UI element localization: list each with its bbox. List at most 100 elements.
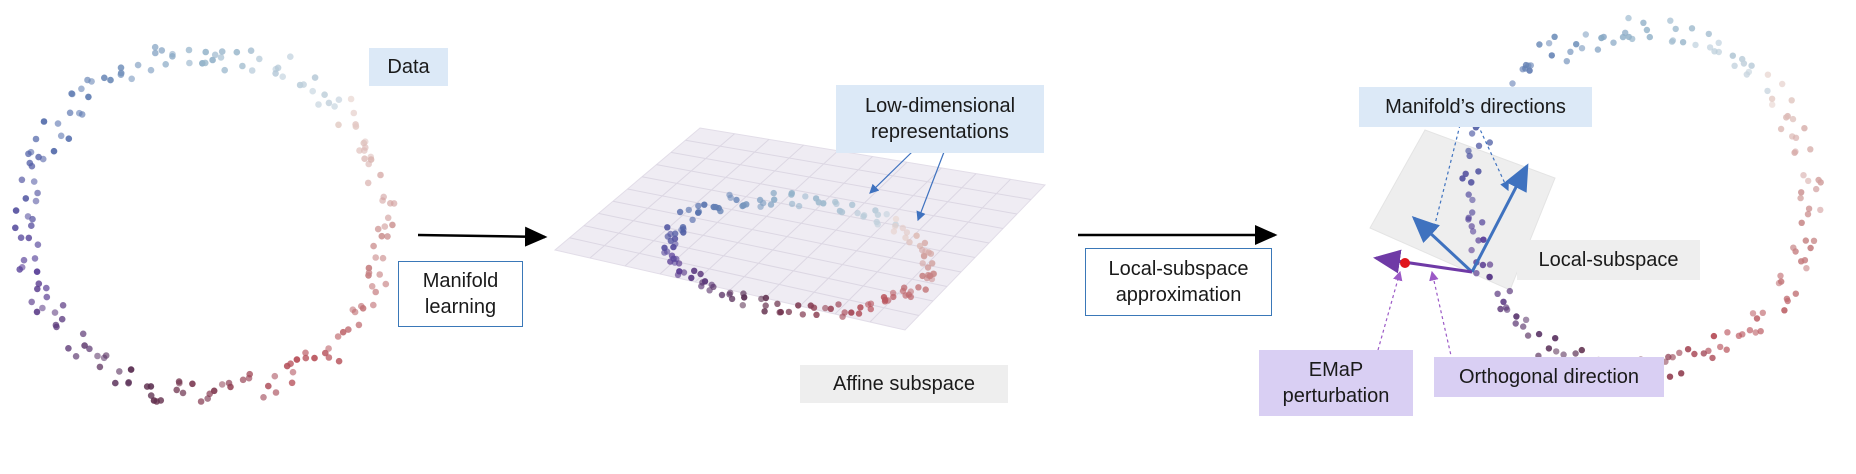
data-point xyxy=(22,195,30,202)
data-point xyxy=(1466,152,1473,160)
data-point xyxy=(33,268,41,276)
data-point xyxy=(197,398,205,405)
data-point xyxy=(1779,80,1786,88)
data-point xyxy=(189,380,196,388)
data-point xyxy=(361,138,369,145)
data-point xyxy=(867,305,874,313)
data-point xyxy=(147,383,155,390)
data-point xyxy=(1807,146,1814,153)
data-point xyxy=(325,99,333,107)
data-point xyxy=(361,155,368,162)
data-point xyxy=(1506,287,1514,295)
data-point xyxy=(670,255,677,262)
data-point xyxy=(370,242,377,250)
data-point xyxy=(117,71,125,78)
data-point xyxy=(1640,19,1647,26)
data-point xyxy=(202,48,209,56)
data-point xyxy=(706,287,713,294)
label-orthogonal-direction: Orthogonal direction xyxy=(1434,357,1664,397)
data-point xyxy=(376,271,384,278)
data-point xyxy=(927,250,935,257)
data-point xyxy=(832,198,839,206)
data-point xyxy=(331,103,338,110)
grid-line xyxy=(656,164,1004,229)
grid-line xyxy=(670,151,1018,215)
data-point xyxy=(788,200,796,208)
data-point xyxy=(1469,228,1477,235)
data-point xyxy=(32,135,40,143)
data-point xyxy=(218,381,226,388)
data-point xyxy=(283,362,291,370)
data-point xyxy=(1777,125,1785,133)
data-point xyxy=(1805,177,1812,185)
data-point xyxy=(1684,346,1692,353)
data-point xyxy=(1469,196,1476,204)
data-point xyxy=(1810,237,1818,244)
data-point xyxy=(40,118,48,125)
data-point xyxy=(1735,332,1743,339)
data-point xyxy=(20,256,28,264)
data-point xyxy=(370,301,377,309)
data-point xyxy=(349,306,357,314)
data-point xyxy=(1475,142,1483,149)
data-point xyxy=(186,59,193,67)
data-point xyxy=(221,66,228,74)
data-point xyxy=(29,215,36,223)
data-point xyxy=(28,222,35,229)
data-point xyxy=(117,64,125,71)
data-point xyxy=(127,366,135,373)
data-point xyxy=(1688,25,1696,32)
data-point xyxy=(1468,223,1475,230)
data-point xyxy=(664,233,671,240)
data-point xyxy=(1475,168,1482,175)
data-point xyxy=(1509,80,1516,87)
data-point xyxy=(384,233,391,240)
data-point xyxy=(355,321,363,329)
data-point xyxy=(1759,309,1767,316)
data-point xyxy=(1553,348,1560,355)
data-point xyxy=(347,95,355,103)
data-point xyxy=(68,90,75,97)
data-point xyxy=(1676,349,1683,356)
data-point xyxy=(112,379,119,387)
data-point xyxy=(76,109,83,117)
data-point xyxy=(32,197,40,205)
data-point xyxy=(325,354,333,361)
data-point xyxy=(152,49,159,57)
direction-vector-2 xyxy=(1470,163,1529,273)
data-point xyxy=(12,207,20,214)
data-point xyxy=(676,208,684,216)
data-point xyxy=(311,74,319,81)
data-point xyxy=(390,200,398,207)
data-point xyxy=(217,54,225,61)
data-point xyxy=(1536,41,1543,48)
data-point xyxy=(218,48,226,55)
data-point xyxy=(309,87,317,95)
data-point xyxy=(34,189,41,197)
data-point xyxy=(379,254,387,262)
data-point xyxy=(204,395,211,402)
data-point xyxy=(30,178,38,185)
data-point xyxy=(710,203,717,211)
data-point xyxy=(151,43,159,51)
data-point xyxy=(839,313,846,320)
data-point xyxy=(239,62,246,70)
data-point xyxy=(1769,101,1776,108)
data-point xyxy=(1800,172,1807,179)
data-point xyxy=(815,199,822,206)
data-point xyxy=(697,270,704,278)
data-point xyxy=(302,349,309,357)
data-point xyxy=(79,330,87,338)
data-point xyxy=(1748,62,1755,69)
data-point xyxy=(899,224,906,232)
data-point xyxy=(1494,290,1501,297)
data-point xyxy=(767,201,775,208)
data-point xyxy=(1752,329,1759,336)
data-point xyxy=(1710,332,1718,340)
data-point xyxy=(874,211,882,218)
data-point xyxy=(921,239,929,247)
data-point xyxy=(1709,354,1716,362)
data-point xyxy=(209,56,216,64)
data-point xyxy=(53,323,60,331)
